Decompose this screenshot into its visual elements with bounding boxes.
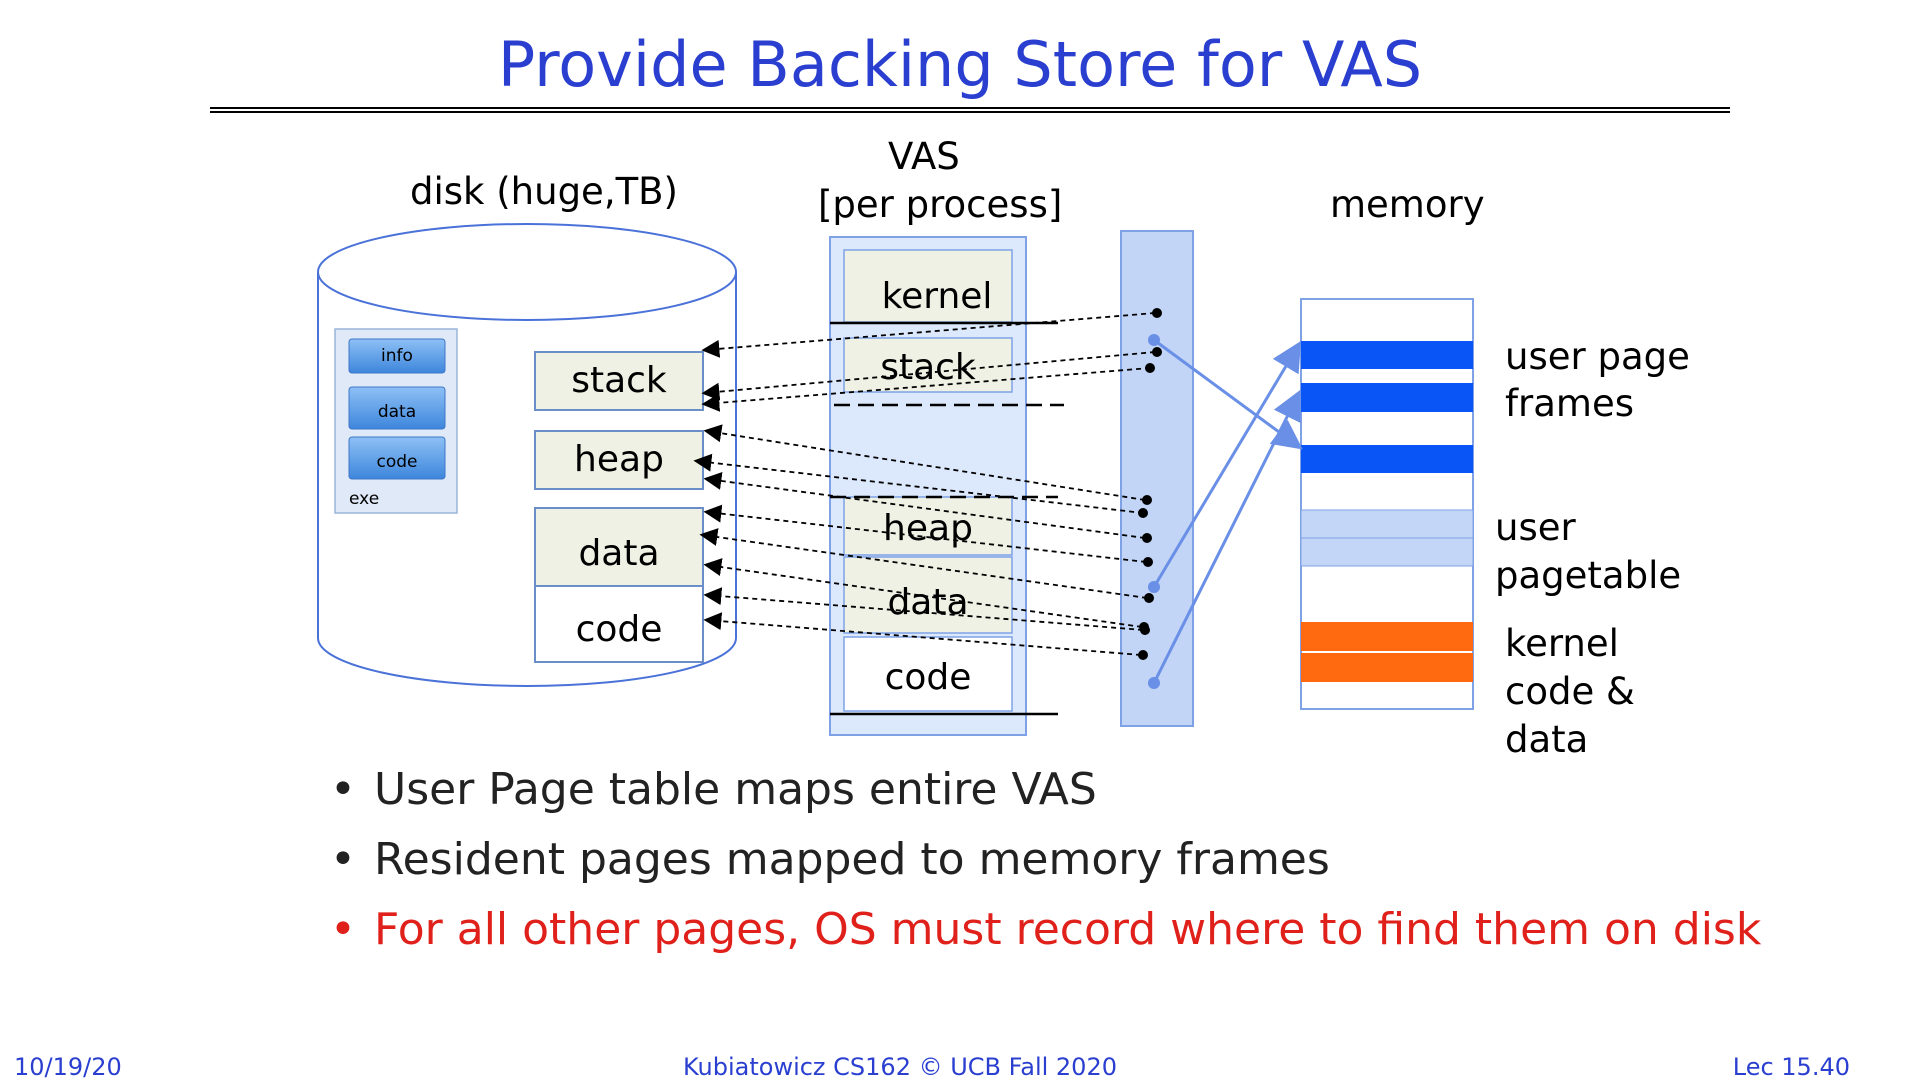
vas-stack-block — [843, 337, 1013, 393]
memory-pagetable-1 — [1300, 509, 1474, 539]
exe-code-block — [348, 436, 446, 480]
vas-kernel-label: kernel — [881, 276, 993, 317]
bullet-text: For all other pages, OS must record wher… — [374, 904, 1762, 955]
vas-stack-label: stack — [880, 347, 976, 388]
footer-lecture: Lec 15.40 — [1732, 1053, 1850, 1081]
memory-kernel-frame-1 — [1301, 622, 1473, 651]
bullet-dot: • — [330, 834, 356, 885]
exe-data-block — [348, 386, 446, 430]
user-page-frames-label: user page — [1505, 335, 1690, 378]
bullet-text: Resident pages mapped to memory frames — [374, 834, 1330, 885]
vas-data-label: data — [887, 582, 969, 623]
footer-date: 10/19/20 — [14, 1053, 122, 1081]
memory-user-frame-1 — [1301, 341, 1473, 369]
kernel-code-label-3: data — [1505, 718, 1589, 761]
bullet-text: User Page table maps entire VAS — [374, 764, 1097, 815]
user-pagetable-label-2: pagetable — [1495, 554, 1682, 597]
bullet-item: • Resident pages mapped to memory frames — [330, 825, 1761, 895]
bullet-item-highlight: • For all other pages, OS must record whe… — [330, 895, 1761, 965]
memory-pagetable-2 — [1300, 537, 1474, 567]
bullet-list: • User Page table maps entire VAS • Reside… — [330, 755, 1761, 965]
memory-mapping-arrows — [1152, 338, 1303, 684]
title-rule — [210, 107, 1730, 109]
title-rule-2 — [210, 111, 1730, 113]
exe-code-label: code — [376, 452, 418, 472]
footer-course: Kubiatowicz CS162 © UCB Fall 2020 — [682, 1053, 1117, 1081]
exe-info-label: info — [381, 346, 413, 366]
memory-user-frame-3 — [1301, 445, 1473, 473]
vas-label: VAS — [888, 135, 960, 178]
disk-stack-block — [534, 351, 704, 411]
page-table-column — [1120, 230, 1194, 727]
kernel-code-label: kernel — [1505, 622, 1619, 665]
exe-data-label: data — [377, 402, 417, 422]
disk-code-label: code — [575, 609, 663, 650]
vas-sublabel: [per process] — [818, 183, 1063, 226]
user-page-frames-label-2: frames — [1505, 382, 1634, 425]
memory-kernel-frame-2 — [1301, 653, 1473, 682]
disk-data-label: data — [578, 533, 660, 574]
exe-caption: exe — [349, 489, 380, 509]
disk-label: disk (huge,TB) — [410, 170, 678, 213]
user-pagetable-label: user — [1495, 506, 1576, 549]
disk-mapping-arrows — [693, 312, 1156, 656]
disk-code-block — [534, 585, 704, 663]
vas-code-label: code — [884, 657, 972, 698]
vas-code-block — [843, 636, 1013, 712]
page-table-entry-dots — [1138, 308, 1162, 660]
vas-heap-label: heap — [883, 508, 973, 549]
kernel-code-label-2: code & — [1505, 670, 1635, 713]
disk-heap-label: heap — [574, 439, 664, 480]
bullet-item: • User Page table maps entire VAS — [330, 755, 1761, 825]
slide-title: Provide Backing Store for VAS — [497, 28, 1423, 101]
bullet-dot: • — [330, 904, 356, 955]
bullet-dot: • — [330, 764, 356, 815]
vas-kernel-block — [843, 249, 1013, 323]
exe-info-block — [348, 338, 446, 374]
memory-label: memory — [1330, 183, 1485, 226]
memory-user-frame-2 — [1301, 383, 1473, 412]
vas-data-block — [843, 556, 1013, 634]
disk-stack-label: stack — [571, 360, 667, 401]
memory-pointer-dots — [1148, 334, 1160, 689]
vas-heap-block — [843, 496, 1013, 556]
disk-data-block — [534, 507, 704, 587]
